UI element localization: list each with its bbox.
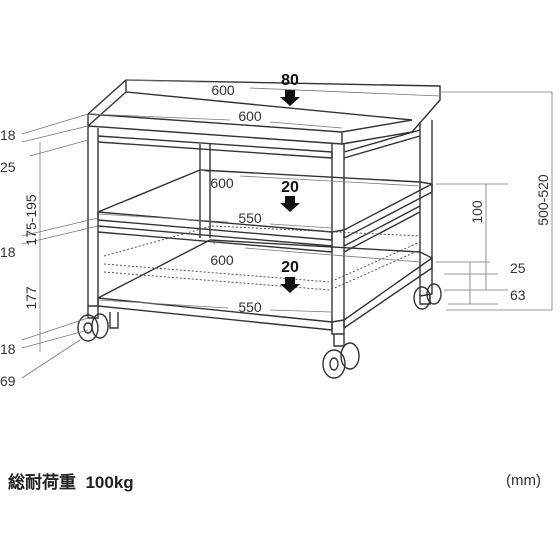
dim-right-100: 100 <box>469 200 485 224</box>
middle-load-arrow-icon <box>280 196 300 212</box>
caster-front-right <box>322 334 360 379</box>
dim-middle-width: 550 <box>238 210 262 226</box>
dim-left-18-top: 18 <box>0 127 16 143</box>
dim-middle-depth: 600 <box>210 175 234 191</box>
dim-bottom-depth: 600 <box>210 252 234 268</box>
top-front-edge <box>87 113 343 133</box>
total-load-caption: 総耐荷重 100kg <box>8 468 134 493</box>
caster-back-left <box>109 312 119 329</box>
dim-right-63: 63 <box>510 287 526 303</box>
front-left-leg <box>87 126 99 307</box>
load-arrows <box>280 90 300 293</box>
hidden-lines <box>103 225 421 291</box>
total-load-value: 100kg <box>85 473 134 492</box>
cart-frame <box>87 79 441 335</box>
front-right-leg <box>331 143 345 335</box>
unit-label: (mm) <box>506 472 541 489</box>
top-load-arrow-icon <box>280 90 300 106</box>
middle-lower-side-rail <box>343 205 421 253</box>
dim-right-500-520: 500-520 <box>535 174 551 226</box>
middle-lower-rail <box>97 225 333 253</box>
middle-shelf-front <box>97 212 333 241</box>
dimension-lines <box>21 79 553 379</box>
caster-back-right <box>413 283 442 310</box>
back-right-leg <box>419 120 433 297</box>
bottom-shelf-side <box>343 258 433 329</box>
bottom-shelf-front <box>97 298 333 331</box>
bottom-load-value: 20 <box>281 259 299 276</box>
total-load-label: 総耐荷重 <box>8 473 76 492</box>
bottom-shelf-top <box>97 239 433 323</box>
dim-left-177: 177 <box>23 286 39 310</box>
top-back-left-edge <box>87 80 127 127</box>
dim-left-18-bot: 18 <box>0 341 16 357</box>
back-left-leg <box>199 144 211 238</box>
bottom-load-arrow-icon <box>280 277 300 293</box>
dim-left-25: 25 <box>0 159 16 175</box>
dim-left-175-195: 175-195 <box>23 194 39 246</box>
dim-left-18-mid: 18 <box>0 244 16 260</box>
middle-load-value: 20 <box>281 179 299 196</box>
top-panel-outline <box>87 79 441 145</box>
dim-top-width-front: 600 <box>238 108 262 124</box>
dim-bottom-width: 550 <box>238 299 262 315</box>
top-back-lower-edge <box>125 91 413 121</box>
upper-rail <box>97 135 333 159</box>
caster-front-left <box>77 306 109 342</box>
dim-top-width-back: 600 <box>211 82 235 98</box>
top-load-value: 80 <box>281 72 299 89</box>
casters <box>77 283 442 379</box>
dim-right-25: 25 <box>510 260 526 276</box>
dim-left-69: 69 <box>0 373 16 389</box>
upper-side-rail <box>343 129 421 159</box>
middle-shelf-top <box>97 169 433 233</box>
middle-shelf-side <box>343 184 433 239</box>
